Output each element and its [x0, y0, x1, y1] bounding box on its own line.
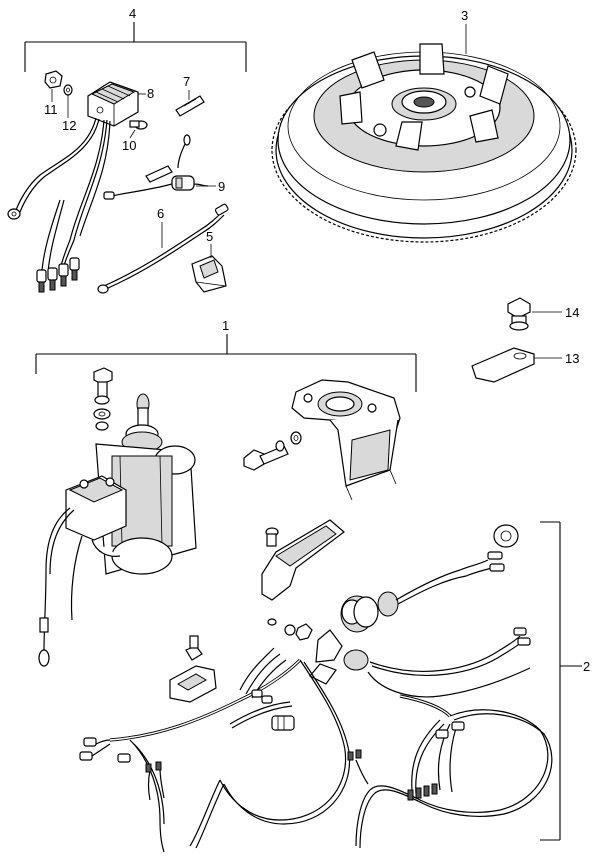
- part-8-rectifier: [87, 81, 139, 127]
- part-9-fuse-holder: [103, 134, 209, 200]
- group-4-bracket: [24, 22, 247, 72]
- part-14-bolt: [507, 297, 531, 331]
- starter-bracket: [291, 379, 401, 501]
- group-1-bracket: [35, 334, 417, 392]
- callout-4: 4: [129, 6, 136, 21]
- group-2-bracket: [540, 521, 582, 841]
- part-11-nut: [44, 70, 63, 89]
- part-13-tab-washer: [471, 347, 535, 383]
- harness-screw: [265, 527, 279, 547]
- part-6-lead-wire: [97, 203, 229, 294]
- part-10-screw: [129, 120, 148, 130]
- callout-2: 2: [583, 659, 590, 674]
- bracket-bolt: [243, 431, 302, 471]
- cover-plate: [261, 519, 345, 601]
- callout-10: 10: [122, 138, 136, 153]
- part-7-fuse: [175, 95, 205, 117]
- rectifier-wires: [7, 117, 111, 293]
- main-harness-left: [79, 647, 351, 853]
- callout-7: 7: [183, 74, 190, 89]
- part-3-flywheel: [271, 43, 577, 243]
- starter-wires: [38, 507, 83, 667]
- harness-clip: [169, 635, 217, 703]
- callout-13: 13: [565, 351, 579, 366]
- callout-6: 6: [157, 206, 164, 221]
- callout-11: 11: [44, 102, 58, 117]
- harness-plug: [271, 715, 295, 731]
- stop-switch: [309, 627, 531, 698]
- callout-8: 8: [147, 86, 154, 101]
- callout-14: 14: [565, 305, 579, 320]
- callout-12: 12: [62, 118, 76, 133]
- callout-1: 1: [222, 318, 229, 333]
- starter-motor: [65, 393, 197, 575]
- starter-bolt: [93, 367, 113, 431]
- key-switch: [340, 551, 505, 633]
- part-5-clip: [191, 255, 227, 293]
- grommet: [493, 524, 519, 548]
- callout-5: 5: [206, 229, 213, 244]
- main-harness-right: [347, 694, 553, 849]
- part-12-washer: [63, 84, 73, 96]
- callout-9: 9: [218, 179, 225, 194]
- callout-3: 3: [461, 8, 468, 23]
- small-hardware: [267, 618, 313, 641]
